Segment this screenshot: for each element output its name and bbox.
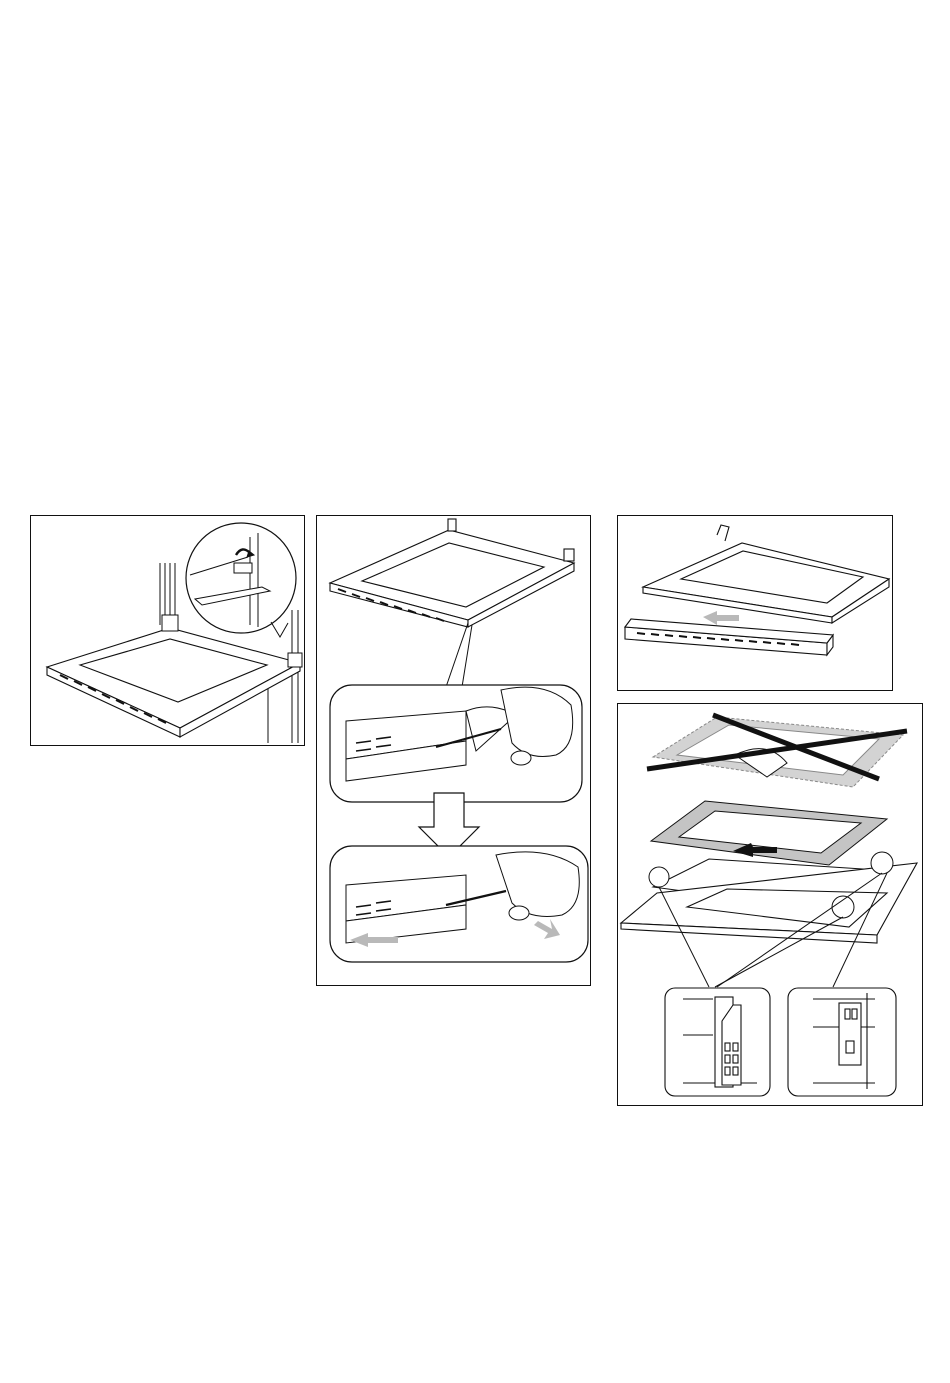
figure-door-trim-removal: [316, 515, 591, 986]
glass-panel-illustration: [617, 703, 923, 1106]
figure-glass-panel-removal: [617, 703, 923, 1106]
screwdriver-illustration: [316, 515, 591, 986]
hinge-illustration: [30, 515, 305, 746]
vent-strip-illustration: [617, 515, 893, 691]
figure-vent-strip-removal: [617, 515, 893, 691]
figure-oven-door-hinge: [30, 515, 305, 746]
